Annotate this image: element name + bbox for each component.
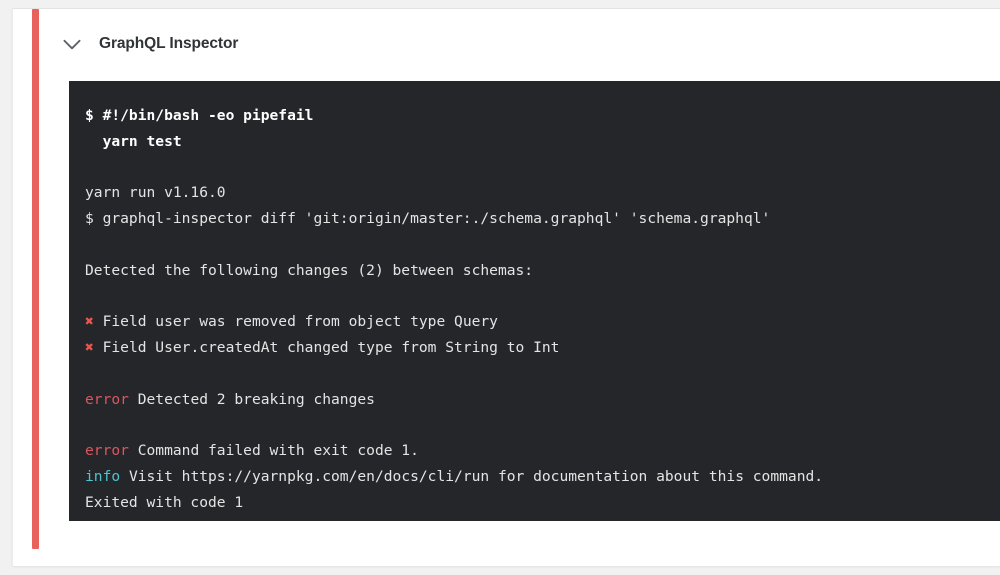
terminal-output: $ #!/bin/bash -eo pipefail yarn test yar… (85, 103, 997, 516)
terminal-line-cmd-diff: $ graphql-inspector diff 'git:origin/mas… (85, 206, 997, 232)
log-text: $ #!/bin/bash -eo pipefail (85, 107, 314, 124)
terminal-line-blank-2 (85, 232, 997, 258)
log-text: $ graphql-inspector diff 'git:origin/mas… (85, 210, 771, 228)
log-text: Exited with code 1 (85, 493, 244, 511)
log-text: Visit https://yarnpkg.com/en/docs/cli/ru… (120, 468, 824, 486)
log-text: Command failed with exit code 1. (128, 442, 419, 460)
terminal-line-blank-5 (85, 413, 997, 439)
page-title: GraphQL Inspector (99, 35, 239, 52)
terminal-line-blank-4 (85, 361, 997, 387)
build-step-card: GraphQL Inspector $ #!/bin/bash -eo pipe… (12, 8, 1000, 566)
terminal-line-error-exit: error Command failed with exit code 1. (85, 438, 997, 464)
log-text: Field user was removed from object type … (93, 313, 498, 331)
terminal-line-exited: Exited with code 1 (85, 490, 997, 516)
terminal-line-yarn-version: yarn run v1.16.0 (85, 180, 997, 206)
terminal-line-info-docs: info Visit https://yarnpkg.com/en/docs/c… (85, 464, 997, 490)
terminal-line-change-2: ✖ Field User.createdAt changed type from… (85, 335, 997, 361)
breaking-change-x-icon: ✖ (85, 313, 94, 331)
terminal-line-error-breaking: error Detected 2 breaking changes (85, 387, 997, 413)
log-text: Detected 2 breaking changes (128, 390, 375, 408)
log-text: Field User.createdAt changed type from S… (93, 339, 560, 357)
terminal-line-blank-3 (85, 284, 997, 310)
build-step-header[interactable]: GraphQL Inspector (59, 23, 238, 65)
log-level-error: error (85, 390, 129, 408)
terminal-line-detected-header: Detected the following changes (2) betwe… (85, 258, 997, 284)
log-level-error: error (85, 442, 129, 460)
terminal-line-blank-1 (85, 155, 997, 181)
log-level-info: info (85, 468, 121, 486)
terminal-line-cmd-yarn-test: yarn test (85, 129, 997, 155)
log-text: yarn run v1.16.0 (85, 184, 226, 202)
terminal-line-change-1: ✖ Field user was removed from object typ… (85, 309, 997, 335)
log-text: yarn test (85, 132, 182, 150)
terminal-log-panel[interactable]: $ #!/bin/bash -eo pipefail yarn test yar… (69, 81, 1000, 521)
log-text: Detected the following changes (2) betwe… (85, 261, 534, 279)
terminal-line-cmd-shebang: $ #!/bin/bash -eo pipefail (85, 103, 997, 129)
breaking-change-x-icon: ✖ (85, 339, 94, 357)
status-stripe-failed (32, 9, 39, 549)
chevron-down-icon[interactable] (59, 31, 85, 57)
